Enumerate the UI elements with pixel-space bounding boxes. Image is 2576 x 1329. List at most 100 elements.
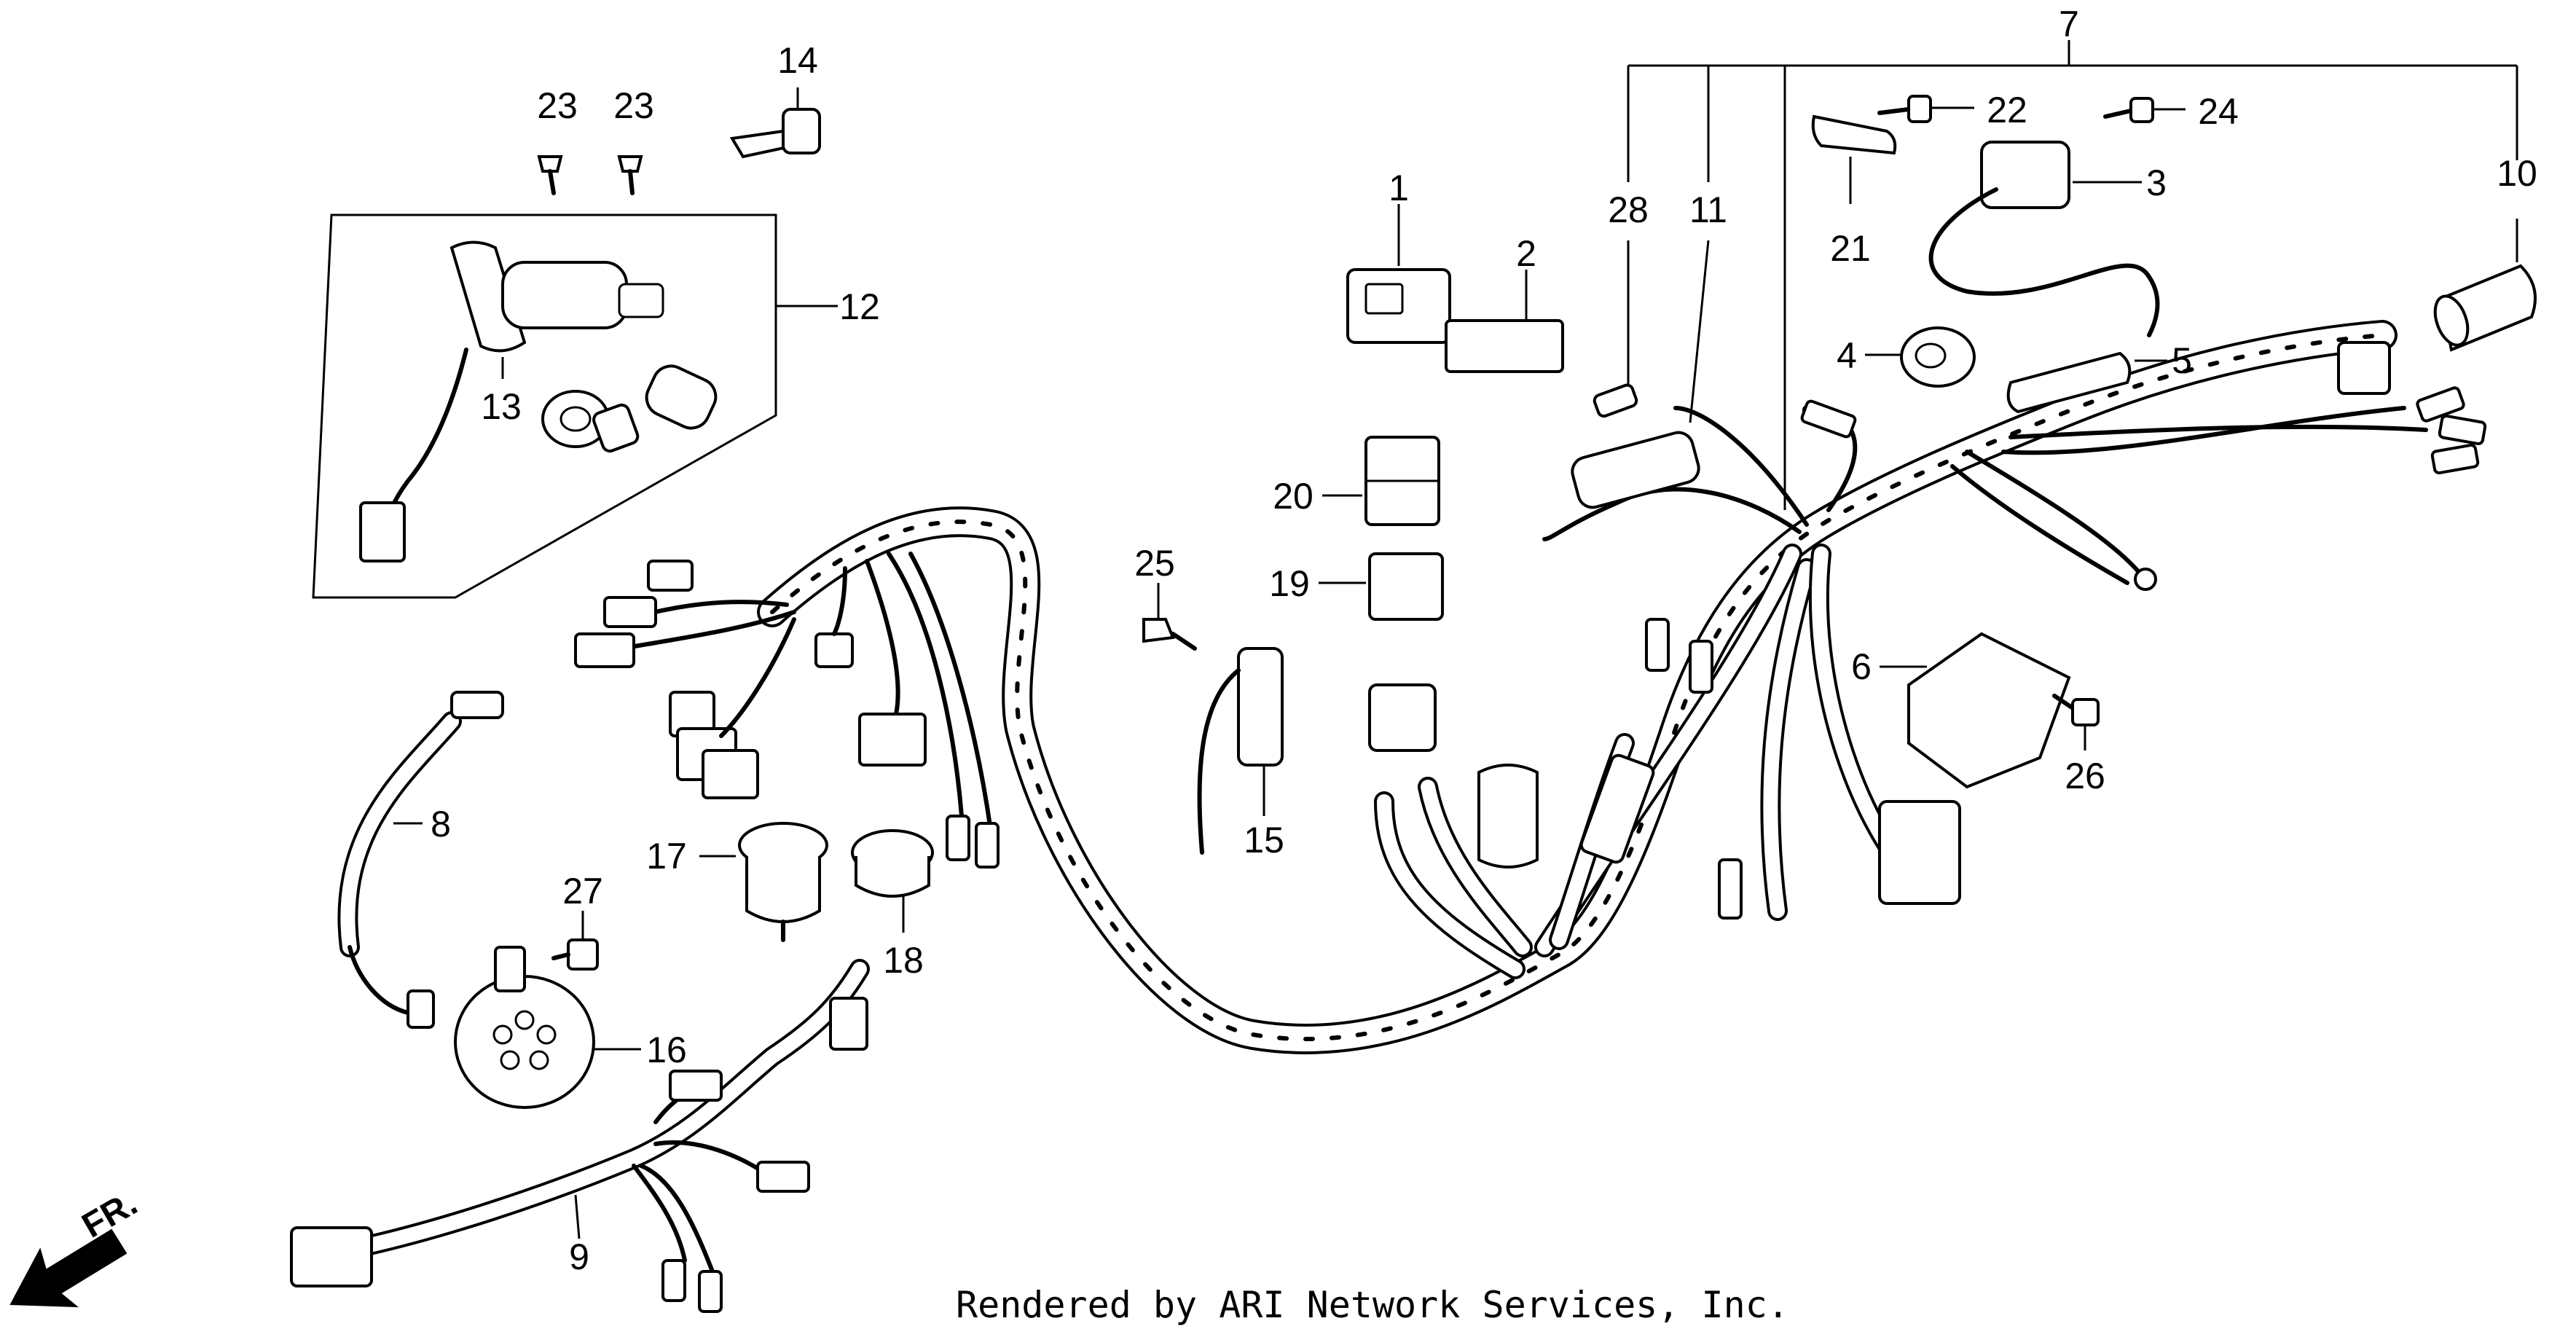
regulator-body [1907,632,2071,789]
callout-14: 14 [777,40,818,81]
bolt-25-head [1142,618,1175,643]
front-direction-arrow-icon [9,1228,127,1308]
wire-lead-8 [337,691,504,1029]
band-18 [851,829,934,933]
bolt-24-shank [2103,109,2133,119]
relay-19 [1319,552,1444,621]
relay-17-body [745,856,821,923]
harness-main-trunk-fill [760,323,2395,1051]
horn-bracket [494,946,526,992]
mid-wire-a [832,566,847,636]
sub-harness-9-terminal-b [698,1270,723,1313]
center-terminal-b [1689,640,1713,694]
spark-plug-cap-body [2006,351,2132,414]
band-18-body [855,856,930,898]
left-connector-a [603,596,657,628]
group-bracket-7 [1627,40,2518,510]
callout-4: 4 [1837,335,1857,376]
sub-harness-9-trunk-fill [342,962,867,1257]
relay-20 [1322,436,1440,526]
part-10-end [2433,294,2470,347]
relay-17 [699,822,828,942]
callout-17: 17 [646,836,687,877]
callout-11: 11 [1689,189,1727,230]
screw-23-a-shank [548,169,556,195]
ignition-switch-connector [359,501,406,562]
render-credit: Rendered by ARI Network Services, Inc. [956,1284,1789,1326]
left-connector-f [702,749,759,799]
terminal-right-1 [2416,386,2465,423]
wire-lead-8-end [347,945,410,1015]
horn-grille-hole-1 [492,1024,513,1045]
key-part [729,87,821,159]
bracket-21-body [1811,114,1897,155]
bolt-22-head [1907,95,1932,123]
callout-5: 5 [2172,340,2192,381]
callout-numbers: 1 2 3 4 5 6 7 8 9 10 11 12 13 14 15 16 1… [431,4,2537,1277]
callout-25: 25 [1134,543,1175,584]
sub-harness-9-connector-d [829,997,868,1051]
part-2-body [1445,319,1564,373]
sub-harness-9 [290,959,870,1313]
harness-main-trunk-tape [770,333,2384,1041]
horn-grille-hole-2 [514,1010,535,1030]
harness-branch-b-fill [1763,561,1814,918]
callout-16: 16 [646,1030,687,1070]
left-wire-c [719,617,796,738]
lock-cylinder-cap-hole [559,406,592,432]
horn-grille-hole-5 [529,1050,549,1070]
callout-15: 15 [1244,820,1284,860]
callout-28: 28 [1608,189,1649,230]
front-direction-label: FR. [76,1184,144,1246]
harness-branch-e-fill [1377,794,1523,976]
front-direction-indicator: FR. [9,1184,144,1308]
leader-11 [1689,240,1710,423]
ignition-coil-3 [1928,141,2160,337]
ignition-lock-cylinder [501,261,628,329]
leader-9 [574,1194,581,1239]
screws-23 [537,155,643,195]
harness-branch-d-fill [1421,780,1530,954]
terminal-right-2 [2438,414,2487,446]
part-4 [1865,326,1976,388]
horn-grille-hole-4 [500,1050,520,1070]
callout-1: 1 [1389,168,1409,208]
sub-harness-9-wire-a [632,1164,687,1263]
center-terminal-a [1645,618,1670,672]
callout-19: 19 [1269,563,1310,604]
center-connector [1368,683,1437,752]
screw-23-a-head [537,155,563,173]
sub-harness-9-connector-b [756,1161,810,1193]
seat-lock-cylinder [645,364,718,430]
bullet-terminal-b [975,822,1000,869]
part-1-slot [1364,283,1404,315]
wire-lead-8-body-fill [340,714,459,954]
bolt-25-shank [1171,632,1197,651]
part-4-hub [1915,342,1947,369]
mid-wire-d [908,552,993,833]
callout-13: 13 [481,386,522,427]
horn-grille-hole-3 [536,1024,557,1045]
callout-26: 26 [2065,756,2105,796]
group-frame-12 [312,213,777,599]
bolt-27-head [567,938,599,971]
regulator-connector [1878,800,1961,905]
sub-harness-9-terminal-a [661,1259,686,1302]
harness-right-wire-b [2008,424,2428,439]
upper-terminal [1800,399,1857,439]
screw-23-b-shank [628,169,635,195]
left-connector-b [574,632,635,668]
ground-terminal-a [2134,568,2157,591]
fuse-holder-body [1571,431,1700,509]
horn-body [454,975,595,1109]
mid-connector-b [858,713,927,767]
callout-7: 7 [2059,4,2079,44]
callout-24: 24 [2198,91,2239,132]
wire-lead-8-terminal-b [450,691,504,719]
harness-ground-wire-a [1965,450,2144,578]
callout-2: 2 [1516,233,1536,274]
fuse-holder-11 [1571,240,1710,509]
ignition-coil-lead [1928,187,2160,337]
callout-8: 8 [431,804,451,844]
callout-6: 6 [1851,646,1872,687]
